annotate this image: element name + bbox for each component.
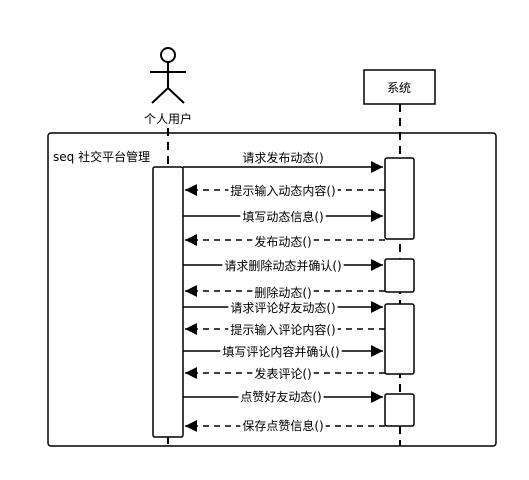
- message-label-10: 发表评论(): [254, 366, 311, 381]
- system-activation-bar-3: [384, 303, 415, 375]
- message-label-backing: [228, 322, 338, 337]
- message-7: 请求评论好友动态(): [183, 301, 383, 315]
- frame-label: seq 社交平台管理: [53, 149, 150, 164]
- message-label-3: 填写动态信息(): [242, 209, 323, 224]
- message-label-12: 保存点赞信息(): [242, 418, 323, 433]
- message-9: 填写评论内容并确认(): [183, 344, 383, 359]
- message-label-8: 提示输入评论内容(): [230, 322, 335, 337]
- system-activation-bar-4: [384, 393, 415, 427]
- message-3: 填写动态信息(): [183, 209, 383, 224]
- system-activation-bar-1: [384, 157, 415, 240]
- message-12: 保存点赞信息(): [185, 418, 385, 433]
- message-4: 发布动态(): [185, 234, 385, 249]
- message-label-backing: [240, 209, 326, 224]
- message-label-4: 发布动态(): [254, 234, 311, 249]
- message-label-2: 提示输入动态内容(): [230, 183, 335, 198]
- message-label-backing: [228, 301, 338, 315]
- sequence-frame: [47, 132, 497, 447]
- message-5: 请求删除动态并确认(): [183, 258, 383, 273]
- message-6: 删除动态(): [185, 285, 385, 300]
- message-label-backing: [240, 418, 326, 433]
- message-label-backing: [228, 183, 338, 198]
- message-label-11: 点赞好友动态(): [240, 390, 321, 404]
- message-label-backing: [222, 258, 344, 273]
- message-label-backing: [220, 344, 342, 359]
- message-label-backing: [240, 150, 326, 165]
- message-11: 点赞好友动态(): [183, 390, 383, 404]
- actor-label: 个人用户: [144, 111, 192, 126]
- actor-activation-bar: [152, 166, 184, 438]
- actor-figure-icon: [150, 47, 186, 104]
- system-box: [363, 69, 436, 105]
- message-label-backing: [238, 390, 324, 404]
- message-8: 提示输入评论内容(): [185, 322, 385, 337]
- message-label-9: 填写评论内容并确认(): [222, 344, 339, 359]
- message-label-backing: [252, 285, 314, 300]
- message-2: 提示输入动态内容(): [185, 183, 385, 198]
- message-1: 请求发布动态(): [183, 150, 383, 173]
- message-10: 发表评论(): [185, 366, 385, 381]
- system-activation-bar-2: [384, 258, 415, 293]
- system-label: 系统: [387, 81, 411, 95]
- message-label-1: 请求发布动态(): [242, 150, 323, 165]
- message-label-7: 请求评论好友动态(): [230, 301, 335, 315]
- message-label-backing: [252, 234, 314, 249]
- message-label-backing: [252, 366, 314, 381]
- message-label-6: 删除动态(): [254, 285, 311, 300]
- message-label-5: 请求删除动态并确认(): [224, 258, 341, 273]
